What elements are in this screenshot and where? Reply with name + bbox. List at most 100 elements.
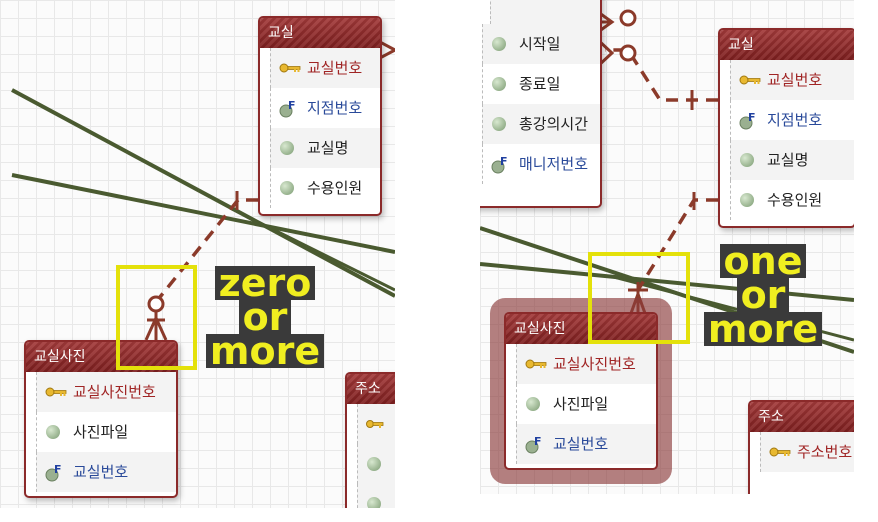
cardinality-highlight-box <box>116 265 197 370</box>
entity-row[interactable]: 수용인원 <box>270 168 380 208</box>
svg-text:F: F <box>500 156 508 168</box>
background-line-3 <box>229 206 395 292</box>
column-name: 수용인원 <box>767 191 823 209</box>
entity-title: 교실 <box>720 30 854 60</box>
column-name: 주소번호 <box>797 443 853 461</box>
attribute-icon <box>492 117 506 131</box>
key-icon <box>279 60 301 76</box>
column-name: 교실번호 <box>73 463 129 481</box>
column-name: 교실사진번호 <box>553 355 636 373</box>
foreign-key-icon: F <box>45 463 62 482</box>
column-name: 교실번호 <box>553 435 609 453</box>
column-name: 매니저번호 <box>519 155 589 173</box>
attribute-icon <box>367 497 381 508</box>
attribute-icon <box>492 77 506 91</box>
crowfoot-top <box>596 38 615 68</box>
column-name: 사진파일 <box>553 395 609 413</box>
crowfoot-top-2 <box>597 10 615 34</box>
entity-row[interactable]: 수용인원 <box>730 180 854 220</box>
entity-row[interactable]: F 매니저번호 <box>482 144 600 184</box>
caption-word-3: more <box>205 332 325 370</box>
caption-word-3: more <box>703 310 823 348</box>
background-line-2 <box>480 262 854 302</box>
entity-row[interactable]: 교실사진번호 <box>36 372 176 412</box>
entity-title: 교실 <box>260 18 380 48</box>
entity-title: 주소 <box>347 374 395 404</box>
caption-word-1: zero <box>214 264 316 302</box>
entity-row[interactable]: 사진파일 <box>36 412 176 452</box>
entity-row[interactable]: F 교실번호 <box>516 424 656 464</box>
foreign-key-icon: F <box>525 435 542 454</box>
entity-row[interactable]: 교실사진번호 <box>516 344 656 384</box>
connector-arrow <box>379 40 395 60</box>
crowfoot-left <box>144 317 158 341</box>
key-icon <box>525 356 547 372</box>
key-icon <box>45 384 67 400</box>
attribute-icon <box>280 141 294 155</box>
entity-row[interactable]: 사진파일 <box>516 384 656 424</box>
entity-row[interactable]: 교실번호 <box>270 48 380 88</box>
entity-row <box>357 404 395 444</box>
entity-row[interactable]: F 지점번호 <box>730 100 854 140</box>
background-line-2 <box>11 173 395 254</box>
cardinality-caption: one or more <box>702 242 824 348</box>
entity-row[interactable]: 교실명 <box>270 128 380 168</box>
entity-row[interactable]: 교실번호 <box>730 60 854 100</box>
column-name: 수용인원 <box>307 179 363 197</box>
key-icon <box>769 444 791 460</box>
caption-word-2: or <box>736 276 790 314</box>
entity-row[interactable]: 종료일 <box>482 64 600 104</box>
cardinality-caption: zero or more <box>204 264 326 370</box>
attribute-icon <box>280 181 294 195</box>
attribute-icon <box>740 193 754 207</box>
svg-text:F: F <box>54 464 62 476</box>
column-name: 지점번호 <box>767 111 823 129</box>
entity-title: 주소 <box>750 402 854 432</box>
attribute-icon <box>46 425 60 439</box>
attribute-icon <box>367 457 381 471</box>
entity-row <box>357 444 395 484</box>
column-name: 교실번호 <box>767 71 823 89</box>
caption-word-1: one <box>719 242 807 280</box>
key-icon <box>366 416 384 432</box>
attribute-icon <box>740 153 754 167</box>
entity-row[interactable]: F 지점번호 <box>270 88 380 128</box>
entity-address[interactable]: 주소 주소번호 <box>748 400 854 494</box>
foreign-key-icon: F <box>491 155 508 174</box>
foreign-key-icon: F <box>279 99 296 118</box>
column-name: 시작일 <box>519 35 561 53</box>
column-name: 교실번호 <box>307 59 363 77</box>
svg-text:F: F <box>748 112 756 124</box>
entity-row <box>357 484 395 508</box>
foreign-key-icon: F <box>739 111 756 130</box>
column-name: 사진파일 <box>73 423 129 441</box>
entity-row[interactable]: 주소번호 <box>760 432 854 472</box>
column-name: 교실명 <box>767 151 809 169</box>
entity-title: 교실사진 <box>506 314 656 344</box>
entity-row[interactable]: 교실명 <box>730 140 854 180</box>
entity-address[interactable]: 주소 <box>345 372 395 508</box>
zero-circle-marker-top <box>619 9 637 27</box>
relationship-lines <box>11 40 395 341</box>
svg-text:F: F <box>288 100 296 112</box>
entity-row[interactable]: F 교실번호 <box>36 452 176 492</box>
svg-text:F: F <box>534 436 542 448</box>
column-name: 지점번호 <box>307 99 363 117</box>
caption-word-2: or <box>238 298 292 336</box>
column-name: 교실명 <box>307 139 349 157</box>
background-line-1 <box>11 88 395 298</box>
crowfoot-right <box>154 317 168 341</box>
column-name: 종료일 <box>519 75 561 93</box>
column-name: 총강의시간 <box>519 115 589 133</box>
relationship-lines <box>480 9 854 354</box>
entity-row[interactable]: 시작일 <box>482 24 600 64</box>
zero-circle-marker <box>619 44 637 62</box>
entity-row[interactable]: 총강의시간 <box>482 104 600 144</box>
entity-row-partial <box>490 0 600 24</box>
